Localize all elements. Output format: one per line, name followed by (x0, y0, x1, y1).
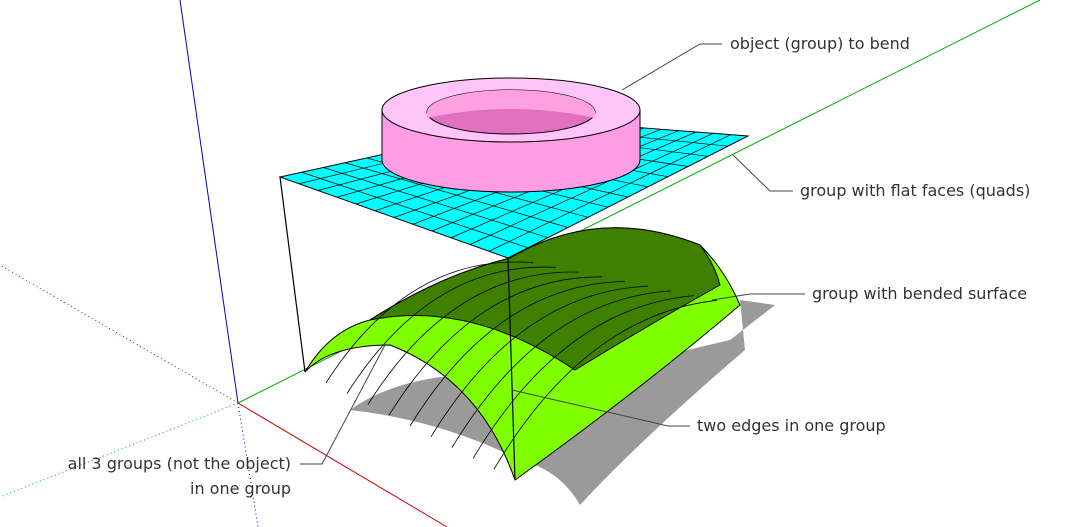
surface-grid-line (346, 266, 557, 394)
grid-line (488, 134, 731, 252)
surface-grid-line (367, 271, 580, 405)
grid-line (469, 133, 714, 245)
label-all-groups-2: in one group (190, 479, 291, 498)
surface-grid-line (430, 285, 649, 438)
label-flat-faces: group with flat faces (quads) (800, 181, 1031, 200)
two-edges-group[interactable] (279, 176, 516, 481)
object-to-bend[interactable] (381, 77, 641, 193)
red-axis-negative (0, 264, 239, 404)
label-all-groups-1: all 3 groups (not the object) (67, 454, 291, 473)
surface-grid-line (493, 299, 718, 470)
surface-grid-line (451, 290, 672, 448)
label-bended-surface: group with bended surface (812, 284, 1028, 303)
surface-grid-line (472, 295, 695, 459)
blue-axis (179, 0, 239, 404)
red-axis (237, 402, 448, 527)
bended-surface-group[interactable] (304, 227, 741, 481)
leader-lines (300, 43, 805, 465)
surface-grid-line (325, 261, 534, 384)
label-two-edges: two edges in one group (697, 416, 886, 435)
blue-axis-negative (237, 402, 259, 527)
surface-grid-line (409, 281, 626, 427)
label-object: object (group) to bend (730, 34, 910, 53)
surface-grid-line (388, 276, 603, 416)
